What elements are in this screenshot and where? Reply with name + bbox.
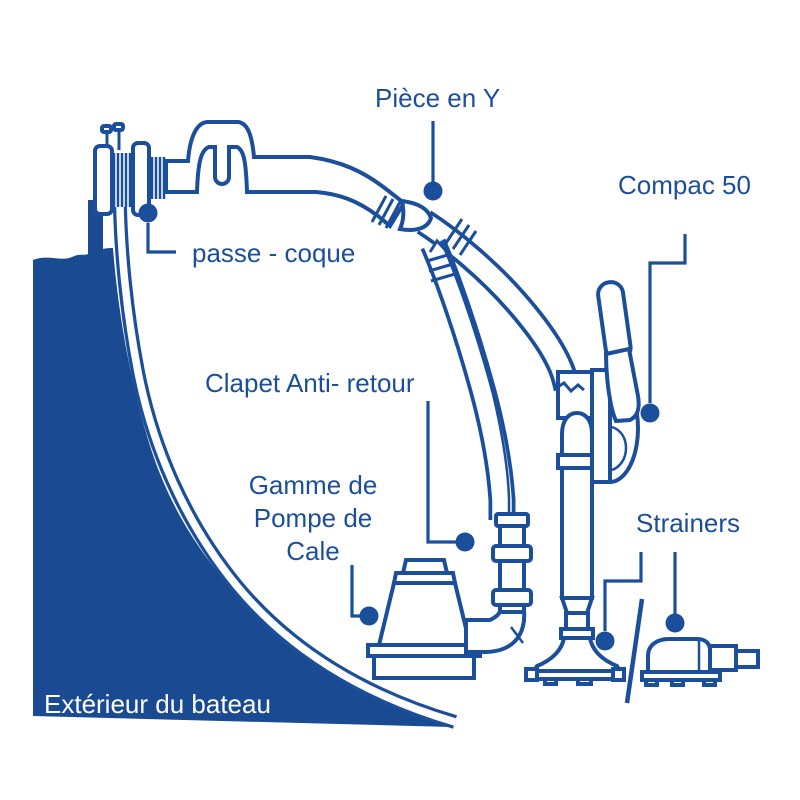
labels: Pièce en Y Compac 50 passe - coque Clape… <box>44 83 751 719</box>
inline-strainer-outlet-step2 <box>734 649 760 669</box>
label-passe-coque: passe - coque <box>192 238 355 268</box>
label-gamme-pompe-line3: Cale <box>286 536 339 566</box>
label-exterieur-du-bateau: Extérieur du bateau <box>44 689 271 719</box>
label-piece-en-y: Pièce en Y <box>375 83 500 113</box>
hose-y-to-compac50 <box>416 210 581 392</box>
bilge-pump-body <box>376 581 473 647</box>
compac50-spout-line <box>611 425 628 472</box>
vented-loop-discharge-pipe <box>164 120 407 230</box>
leader-passe-coque <box>146 223 176 254</box>
label-clapet-anti-retour: Clapet Anti- retour <box>205 368 415 398</box>
fitting-stub-right-cap <box>112 122 125 132</box>
label-gamme-pompe-line1: Gamme de <box>249 470 378 500</box>
inline-strainer <box>640 637 760 687</box>
y-piece-crotch <box>428 238 451 256</box>
leader-dot-clapet <box>455 532 475 552</box>
strainer-divider-slash <box>624 598 645 704</box>
inline-strainer-foot-2 <box>670 678 685 687</box>
hull-shape <box>33 200 452 727</box>
compac50-lever <box>603 346 641 424</box>
label-strainers: Strainers <box>636 508 740 538</box>
bilge-pump-cap-upper <box>400 558 450 575</box>
leader-clapet <box>426 401 456 544</box>
fitting-threads-right <box>150 157 166 199</box>
inline-strainer-foot-3 <box>702 678 717 687</box>
inline-strainer-outlet-step1 <box>708 644 738 672</box>
label-gamme-pompe-line2: Pompe de <box>254 503 373 533</box>
leader-gamme-pompe <box>350 565 361 618</box>
check-valve-top-collar <box>494 512 530 528</box>
foot-strainer-plate-cap-left <box>524 667 539 682</box>
hose-inner-wall-line <box>439 240 511 516</box>
label-compac-50: Compac 50 <box>618 170 751 200</box>
compac50-dome <box>560 410 594 457</box>
compac50-hose-end-jag <box>555 381 585 394</box>
check-valve-fitting <box>491 512 533 614</box>
fitting-flange-disc <box>93 144 114 216</box>
y-piece-cone <box>397 198 434 232</box>
leader-lines <box>138 121 687 651</box>
hull-inner-line-gap <box>116 206 457 726</box>
compac50-inlet-bracket <box>556 370 596 420</box>
compac50-pipe-taper <box>559 596 595 615</box>
fitting-stub-left-cap <box>100 124 113 134</box>
compac50-pump <box>524 280 641 686</box>
through-hull-fitting <box>93 122 166 217</box>
leader-dot-strainers-right <box>665 613 685 633</box>
foot-strainer-plate-cap-right <box>611 667 626 682</box>
inline-strainer-body <box>646 637 712 674</box>
check-valve-collar-lower <box>491 588 533 607</box>
hose-clamp-y-inlet <box>370 195 402 229</box>
outlet-elbow <box>464 608 527 654</box>
leader-dot-strainers-left <box>595 631 615 651</box>
hose-clamp-right-branch <box>444 218 478 256</box>
bilge-pump-strainer-base <box>372 654 476 680</box>
leader-dot-compac50 <box>640 403 660 423</box>
foot-strainer-plate <box>525 669 626 681</box>
leader-strainers-left <box>603 552 643 631</box>
foot-strainer-foot-right <box>576 677 593 686</box>
inline-strainer-foot-1 <box>644 678 659 687</box>
leader-compac50 <box>648 234 687 403</box>
leader-dot-passe-coque <box>138 203 158 223</box>
bilge-pump <box>366 558 482 680</box>
elbow-detail-line <box>510 626 524 644</box>
leader-dot-gamme-pompe <box>359 606 379 626</box>
compac50-suction-pipe <box>560 466 594 600</box>
y-piece <box>397 198 451 256</box>
hose-clamp-left-branch <box>426 252 456 283</box>
hose-y-to-check-valve <box>420 238 516 520</box>
leader-dot-piece-en-y <box>423 181 443 201</box>
foot-strainer-foot-left <box>543 677 558 686</box>
fitting-threads-left <box>112 153 132 207</box>
check-valve-collar-upper <box>491 544 533 563</box>
